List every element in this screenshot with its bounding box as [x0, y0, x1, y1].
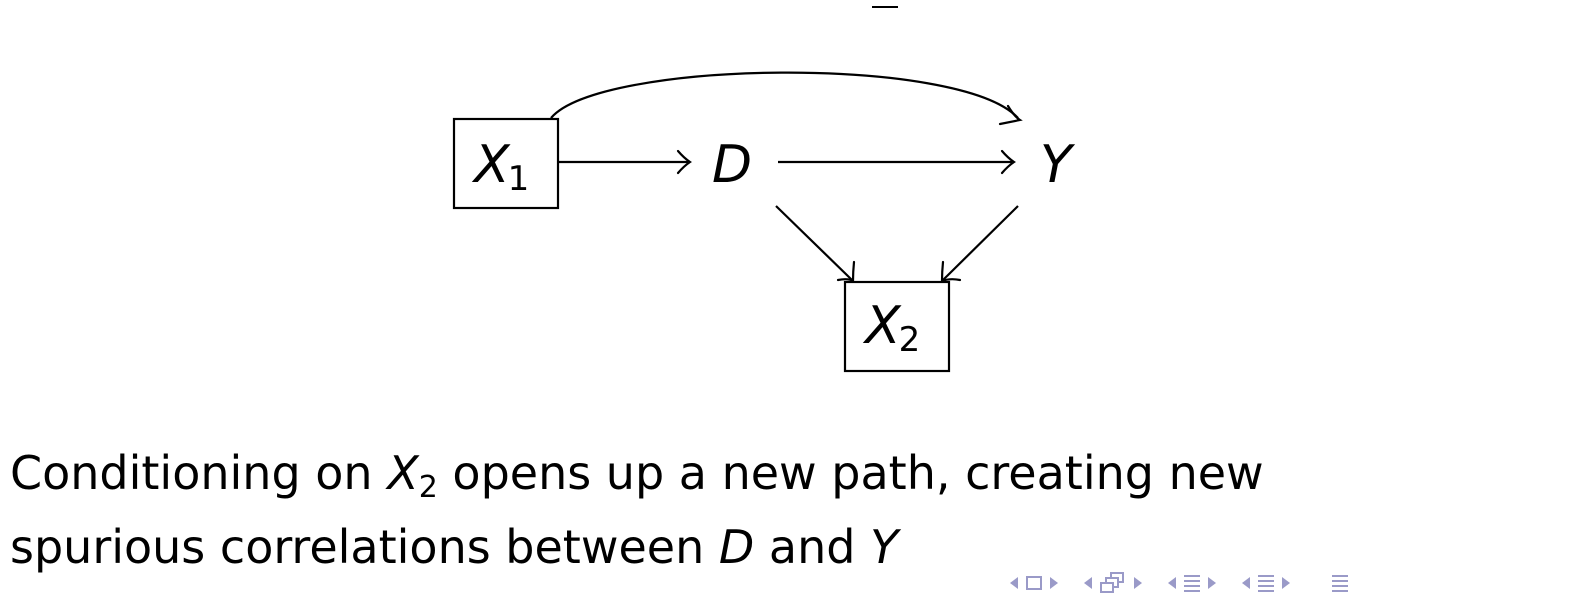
- caption-line-1: Conditioning on X2 opens up a new path, …: [10, 446, 1264, 505]
- title-fragment: [872, 0, 898, 8]
- nav-section-icon[interactable]: [1184, 570, 1200, 596]
- caption-text: Conditioning on X2 opens up a new path, …: [10, 436, 1450, 584]
- node-x1: X1: [452, 117, 560, 210]
- node-d-label: D: [712, 135, 752, 195]
- edge-y-x2: [940, 205, 1019, 283]
- node-x1-label: X1: [471, 135, 529, 199]
- nav-next-slide-icon[interactable]: [1050, 570, 1058, 596]
- edge-x1-y: [550, 71, 1023, 126]
- node-y: Y: [1040, 135, 1076, 195]
- caption-var-d: D: [718, 520, 755, 574]
- edge-d-x2: [775, 205, 856, 283]
- caption-var-x: X: [387, 446, 419, 500]
- nav-prev-subsection-icon[interactable]: [1242, 570, 1250, 596]
- edge-d-y: [778, 149, 1016, 175]
- nav-slide-icon[interactable]: [1026, 570, 1042, 596]
- caption-var-sub: 2: [418, 470, 438, 505]
- nav-prev-frame-icon[interactable]: [1084, 570, 1092, 596]
- node-d: D: [712, 135, 752, 195]
- nav-next-section-icon[interactable]: [1208, 570, 1216, 596]
- node-x2: X2: [843, 280, 951, 373]
- nav-next-subsection-icon[interactable]: [1282, 570, 1290, 596]
- node-x1-box: [452, 117, 560, 210]
- nav-prev-section-icon[interactable]: [1168, 570, 1176, 596]
- node-x2-label: X2: [862, 296, 920, 360]
- node-x2-box: [843, 280, 951, 373]
- caption-var-y: Y: [870, 520, 899, 574]
- node-y-label: Y: [1040, 135, 1076, 195]
- nav-menu-icon[interactable]: [1332, 570, 1348, 596]
- beamer-navigation-bar: [1010, 568, 1356, 598]
- nav-frame-icon[interactable]: [1100, 570, 1126, 596]
- nav-next-frame-icon[interactable]: [1134, 570, 1142, 596]
- caption-line-2: spurious correlations between D and Y: [10, 520, 899, 574]
- nav-subsection-icon[interactable]: [1258, 570, 1274, 596]
- nav-prev-slide-icon[interactable]: [1010, 570, 1018, 596]
- edge-x1-d: [558, 149, 692, 175]
